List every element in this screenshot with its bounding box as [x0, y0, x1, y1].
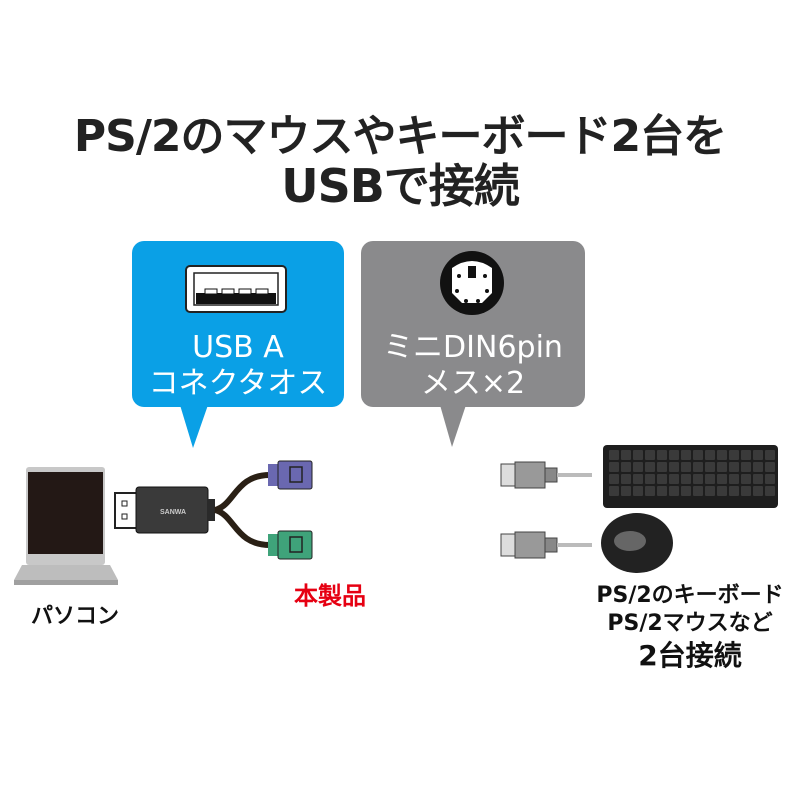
- keyboard-key: [669, 450, 679, 460]
- keyboard-key: [705, 474, 715, 484]
- keyboard-key: [669, 474, 679, 484]
- laptop-illustration: [14, 467, 118, 585]
- keyboard-key: [765, 462, 775, 472]
- devices-line1: PS/2のキーボード: [596, 583, 784, 608]
- keyboard-key: [621, 462, 631, 472]
- usb-a-label: USB A: [192, 330, 284, 365]
- keyboard-key: [753, 450, 763, 460]
- usb-a-port-icon: [185, 265, 287, 313]
- devices-line3: 2台接続: [638, 639, 742, 672]
- product-adapter: SANWA: [114, 460, 313, 560]
- headline-line2: USBで接続: [281, 159, 520, 213]
- keyboard-key: [657, 486, 667, 496]
- keyboard-key: [717, 450, 727, 460]
- keyboard-key: [729, 450, 739, 460]
- mini-din-bubble: [361, 241, 585, 447]
- keyboard-key: [621, 450, 631, 460]
- keyboard-key: [753, 462, 763, 472]
- keyboard-key: [741, 462, 751, 472]
- device-plugs: [500, 461, 592, 559]
- keyboard-key: [645, 450, 655, 460]
- pc-label: パソコン: [30, 604, 119, 629]
- keyboard-key: [741, 474, 751, 484]
- keyboard-key: [753, 486, 763, 496]
- keyboard-key: [765, 486, 775, 496]
- keyboard-key: [681, 450, 691, 460]
- product-label: 本製品: [294, 582, 366, 610]
- keyboard-key: [753, 474, 763, 484]
- usb-a-sublabel: コネクタオス: [148, 366, 328, 401]
- keyboard-key: [657, 462, 667, 472]
- keyboard-key: [729, 486, 739, 496]
- mini-din-sublabel: メス×2: [420, 366, 526, 401]
- mini-din-bubble-text: ミニDIN6pin メス×2: [361, 330, 585, 402]
- keyboard-key: [741, 486, 751, 496]
- usb-a-bubble-text: USB A コネクタオス: [132, 330, 344, 402]
- keyboard-key: [693, 462, 703, 472]
- headline-line1: PS/2のマウスやキーボード2台を: [73, 111, 727, 162]
- keyboard-key: [729, 474, 739, 484]
- keyboard-key: [645, 486, 655, 496]
- keyboard-key: [717, 462, 727, 472]
- keyboard-key: [609, 450, 619, 460]
- usb-a-bubble: [132, 241, 344, 448]
- keyboard-key: [633, 462, 643, 472]
- mini-din-label: ミニDIN6pin: [383, 330, 563, 365]
- keyboard-key: [657, 450, 667, 460]
- keyboard-key: [765, 474, 775, 484]
- devices-label: PS/2のキーボード PS/2マウスなど 2台接続: [580, 582, 800, 674]
- keyboard-key: [717, 474, 727, 484]
- keyboard-key: [741, 450, 751, 460]
- keyboard-key: [693, 450, 703, 460]
- keyboard-key: [705, 450, 715, 460]
- keyboard-key: [609, 462, 619, 472]
- mini-din-6pin-icon: [440, 251, 504, 315]
- keyboard-key: [681, 474, 691, 484]
- keyboard-key: [765, 450, 775, 460]
- keyboard-key: [669, 462, 679, 472]
- keyboard-key: [621, 474, 631, 484]
- sanwa-logo: SANWA: [160, 509, 186, 516]
- keyboard-key: [645, 474, 655, 484]
- keyboard-key: [705, 462, 715, 472]
- keyboard-key: [633, 450, 643, 460]
- keyboard-key: [681, 486, 691, 496]
- devices-line2: PS/2マウスなど: [607, 611, 773, 636]
- keyboard-key: [681, 462, 691, 472]
- keyboard-key: [669, 486, 679, 496]
- keyboard-key: [717, 486, 727, 496]
- keyboard-key: [633, 474, 643, 484]
- keyboard-key: [609, 474, 619, 484]
- keyboard-illustration: [603, 445, 778, 508]
- mouse-illustration: [601, 513, 673, 573]
- keyboard-key: [657, 474, 667, 484]
- keyboard-key: [729, 462, 739, 472]
- keyboard-key: [621, 486, 631, 496]
- keyboard-key: [645, 462, 655, 472]
- keyboard-key: [609, 486, 619, 496]
- keyboard-key: [633, 486, 643, 496]
- keyboard-key: [693, 474, 703, 484]
- keyboard-key: [705, 486, 715, 496]
- keyboard-key: [693, 486, 703, 496]
